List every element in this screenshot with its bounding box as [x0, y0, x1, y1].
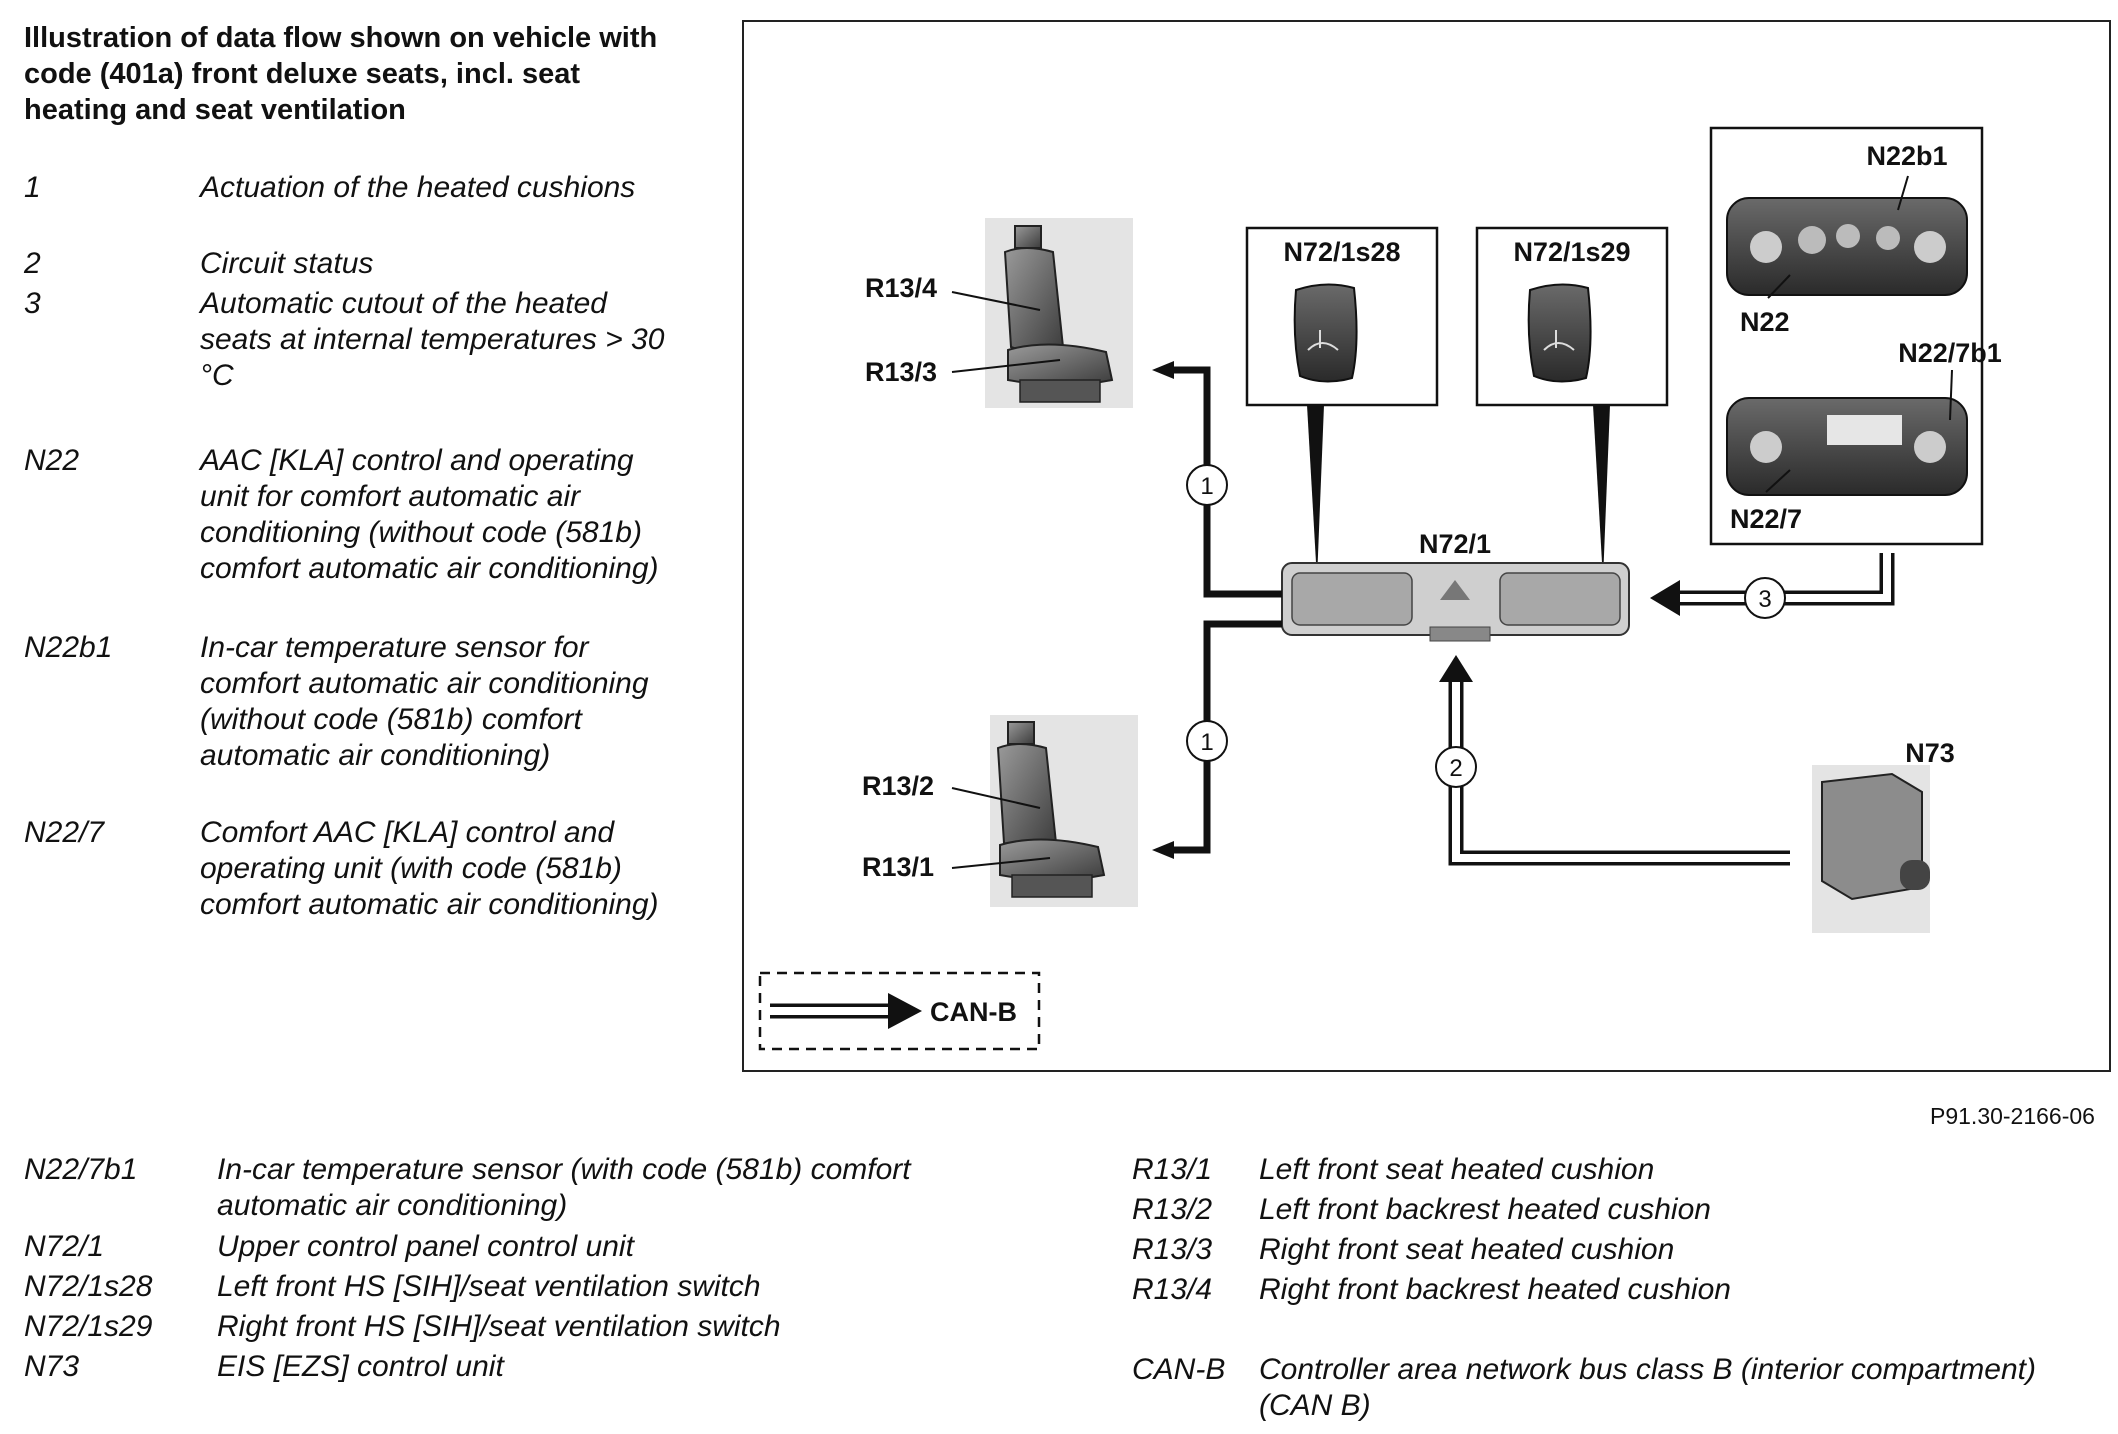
svg-text:3: 3	[1758, 586, 1771, 613]
legend-text: Left front backrest heated cushion	[1259, 1193, 1711, 1226]
legend-text: EIS [EZS] control unit	[217, 1350, 504, 1383]
pointer-left-switch	[1307, 405, 1324, 580]
legend-code: 1	[24, 171, 41, 204]
pointer-right-switch	[1593, 405, 1610, 580]
legend-text: Right front backrest heated cushion	[1259, 1273, 1731, 1306]
legend-text: Left front HS [SIH]/seat ventilation swi…	[217, 1270, 761, 1303]
legend-code: N22b1	[24, 631, 113, 664]
upper-control-panel-unit	[1281, 562, 1630, 642]
legend-code: R13/2	[1132, 1193, 1213, 1226]
label-r13-3: R13/3	[865, 357, 937, 387]
legend-code: R13/1	[1132, 1153, 1213, 1186]
label-r13-2: R13/2	[862, 771, 934, 801]
figure-reference: P91.30-2166-06	[1930, 1103, 2095, 1129]
switch-box-right	[1475, 226, 1669, 407]
lower-seat-image	[990, 715, 1138, 907]
legend-code: N73	[24, 1350, 80, 1383]
legend-code: 3	[24, 287, 41, 320]
climate-control-box	[1709, 126, 1984, 546]
switch-box-left	[1245, 226, 1439, 407]
label-n72-1: N72/1	[1419, 529, 1491, 559]
legend-text: Right front seat heated cushion	[1259, 1233, 1675, 1266]
label-can-b: CAN-B	[930, 997, 1017, 1027]
leader-lines	[951, 175, 1953, 869]
legend-text: In-car temperature sensor for comfort au…	[200, 631, 649, 772]
legend-code: R13/4	[1132, 1273, 1213, 1306]
diagram-frame	[742, 20, 2111, 1072]
legend-text: Automatic cutout of the heated seats at …	[200, 287, 665, 392]
legend-text: In-car temperature sensor (with code (58…	[217, 1153, 911, 1222]
legend-text: Controller area network bus class B (int…	[1259, 1353, 2036, 1422]
legend-code: N72/1s28	[24, 1270, 153, 1303]
label-n72-1s28: N72/1s28	[1283, 237, 1400, 267]
legend-code: N22/7	[24, 816, 105, 849]
label-n72-1s29: N72/1s29	[1513, 237, 1630, 267]
can-b-key: CAN-B	[758, 971, 1041, 1051]
legend-text: Upper control panel control unit	[217, 1230, 634, 1263]
svg-text:2: 2	[1449, 755, 1462, 782]
label-n22b1: N22b1	[1866, 141, 1947, 171]
flow-line-n73	[1439, 655, 1790, 866]
legend-code: CAN-B	[1132, 1353, 1226, 1386]
page-title: Illustration of data flow shown on vehic…	[24, 22, 658, 126]
legend-code: N72/1	[24, 1230, 105, 1263]
legend-code: N22	[24, 444, 80, 477]
legend-text: Circuit status	[200, 247, 374, 280]
svg-text:1: 1	[1200, 729, 1213, 756]
legend-text: Left front seat heated cushion	[1259, 1153, 1655, 1186]
legend-code: N22/7b1	[24, 1153, 138, 1186]
legend-text: Right front HS [SIH]/seat ventilation sw…	[217, 1310, 781, 1343]
svg-text:1: 1	[1200, 473, 1213, 500]
label-r13-1: R13/1	[862, 852, 934, 882]
flow-number-1-upper: 1	[1186, 464, 1228, 506]
label-n22-7b1: N22/7b1	[1898, 338, 2002, 368]
label-n22: N22	[1740, 307, 1790, 337]
legend-code: N72/1s29	[24, 1310, 153, 1343]
label-r13-4: R13/4	[865, 273, 937, 303]
legend-text: Actuation of the heated cushions	[200, 171, 636, 204]
label-n73: N73	[1905, 738, 1955, 768]
legend-code: R13/3	[1132, 1233, 1213, 1266]
legend-code: 2	[24, 247, 41, 280]
legend-text: Comfort AAC [KLA] control and operating …	[200, 816, 659, 921]
upper-seat-image	[985, 218, 1133, 408]
eis-control-unit-image	[1812, 765, 1930, 933]
legend-text: AAC [KLA] control and operating unit for…	[200, 444, 659, 585]
flow-number-2: 2	[1435, 746, 1477, 788]
flow-number-1-lower: 1	[1186, 720, 1228, 762]
label-n22-7: N22/7	[1730, 504, 1802, 534]
flow-number-3: 3	[1744, 577, 1786, 619]
